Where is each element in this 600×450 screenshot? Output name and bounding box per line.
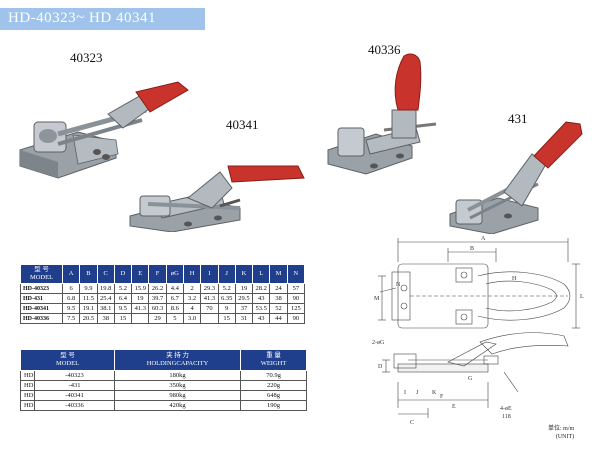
clamp-40341-image bbox=[129, 165, 305, 232]
unit-note: 单位: m/m (UNIT) bbox=[548, 426, 575, 440]
col-l: L bbox=[252, 264, 271, 284]
col-g: øG bbox=[165, 264, 184, 284]
col-i: I bbox=[200, 264, 219, 284]
col-f: F bbox=[148, 264, 167, 284]
clamp-40336-image bbox=[327, 53, 437, 175]
drawing-label-g: G bbox=[468, 376, 473, 382]
col-d: D bbox=[113, 264, 133, 284]
header-bar bbox=[0, 8, 205, 30]
drawing-label-c: C bbox=[410, 420, 414, 426]
model-label-40336: 40336 bbox=[368, 42, 401, 57]
drawing-label-e: E bbox=[452, 404, 456, 410]
table-row: HD -431 350kg 220g bbox=[20, 380, 308, 391]
model-label-40341: 40341 bbox=[226, 117, 259, 132]
col-k: K bbox=[234, 264, 254, 284]
drawing-label-f: F bbox=[440, 394, 444, 400]
col-m: M bbox=[269, 264, 288, 284]
drawing-label-j: J bbox=[416, 390, 419, 396]
drawing-label-n: N bbox=[396, 282, 401, 288]
model-label-431: 431 bbox=[508, 111, 528, 126]
drawing-label-a: A bbox=[481, 236, 486, 242]
drawing-label-m: M bbox=[374, 296, 380, 302]
col-a: A bbox=[61, 264, 81, 284]
table-row: HD -40323 180kg 70.9g bbox=[20, 370, 308, 381]
col-j: J bbox=[217, 264, 236, 284]
drawing-label-d: D bbox=[378, 364, 383, 370]
model-label-40323: 40323 bbox=[70, 50, 103, 65]
drawing-label-hole2: 4-øE bbox=[500, 406, 512, 412]
clamp-40323-image bbox=[19, 81, 189, 179]
col-h: H bbox=[182, 264, 202, 284]
col-b: B bbox=[79, 264, 98, 284]
page-title: HD-40323~ HD 40341 bbox=[8, 10, 156, 26]
table-row: HD -40336 420kg 190g bbox=[20, 400, 308, 411]
drawing-label-h: H bbox=[512, 276, 517, 282]
drawing-label-sub: 118 bbox=[502, 414, 511, 420]
col-n: N bbox=[286, 264, 306, 284]
drawing-label-k: K bbox=[432, 390, 437, 396]
drawing-label-l: L bbox=[580, 294, 584, 300]
clamp-431-image bbox=[449, 121, 583, 234]
table-row: HD -40341 980kg 648g bbox=[20, 390, 308, 401]
drawing-label-hole: 2-øG bbox=[372, 340, 385, 346]
col-c: C bbox=[96, 264, 115, 284]
drawing-label-b: B bbox=[470, 246, 474, 252]
technical-drawing: A B H L M N 2-øG D F E I J K C G 4-øE 11… bbox=[372, 236, 584, 426]
col-e: E bbox=[131, 264, 150, 284]
drawing-label-i: I bbox=[404, 390, 406, 396]
